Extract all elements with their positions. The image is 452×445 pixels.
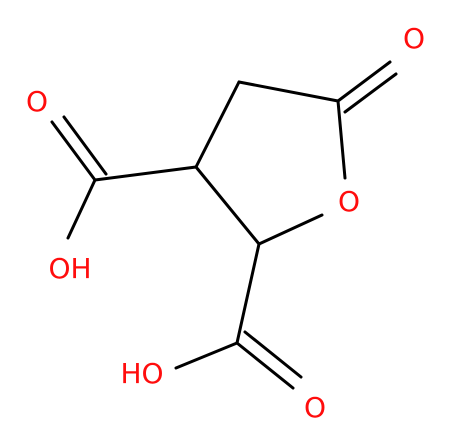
- bond-cooh2-oh: [174, 341, 239, 370]
- bond-cooh2-double-o-b: [243, 330, 303, 379]
- bond-c4-c5: [237, 80, 340, 103]
- bond-c5-o-ring: [336, 99, 347, 180]
- bond-c2-cooh-carbon: [235, 242, 261, 345]
- bond-o-ring-c2: [257, 213, 324, 246]
- bond-c2-c3: [194, 165, 261, 246]
- bond-cooh3-oh: [66, 178, 97, 240]
- atom-oh-acid2: HO: [120, 357, 163, 390]
- bond-c5-o-carbonyl-a: [336, 60, 392, 103]
- bond-cooh3-double-o-b: [62, 115, 108, 176]
- atom-o-acid3-double: O: [26, 85, 48, 118]
- atom-o-ring: O: [338, 185, 360, 218]
- bond-c3-cooh-carbon: [93, 165, 198, 182]
- atom-o-carbonyl: O: [403, 22, 425, 55]
- atom-oh-acid3: OH: [48, 252, 91, 285]
- bond-cooh3-double-o-a: [50, 120, 97, 182]
- bond-c3-c4: [194, 80, 241, 169]
- bond-c5-o-carbonyl-b: [343, 72, 398, 114]
- bond-cooh2-double-o-a: [235, 341, 295, 390]
- atom-o-acid2-double: O: [304, 391, 326, 424]
